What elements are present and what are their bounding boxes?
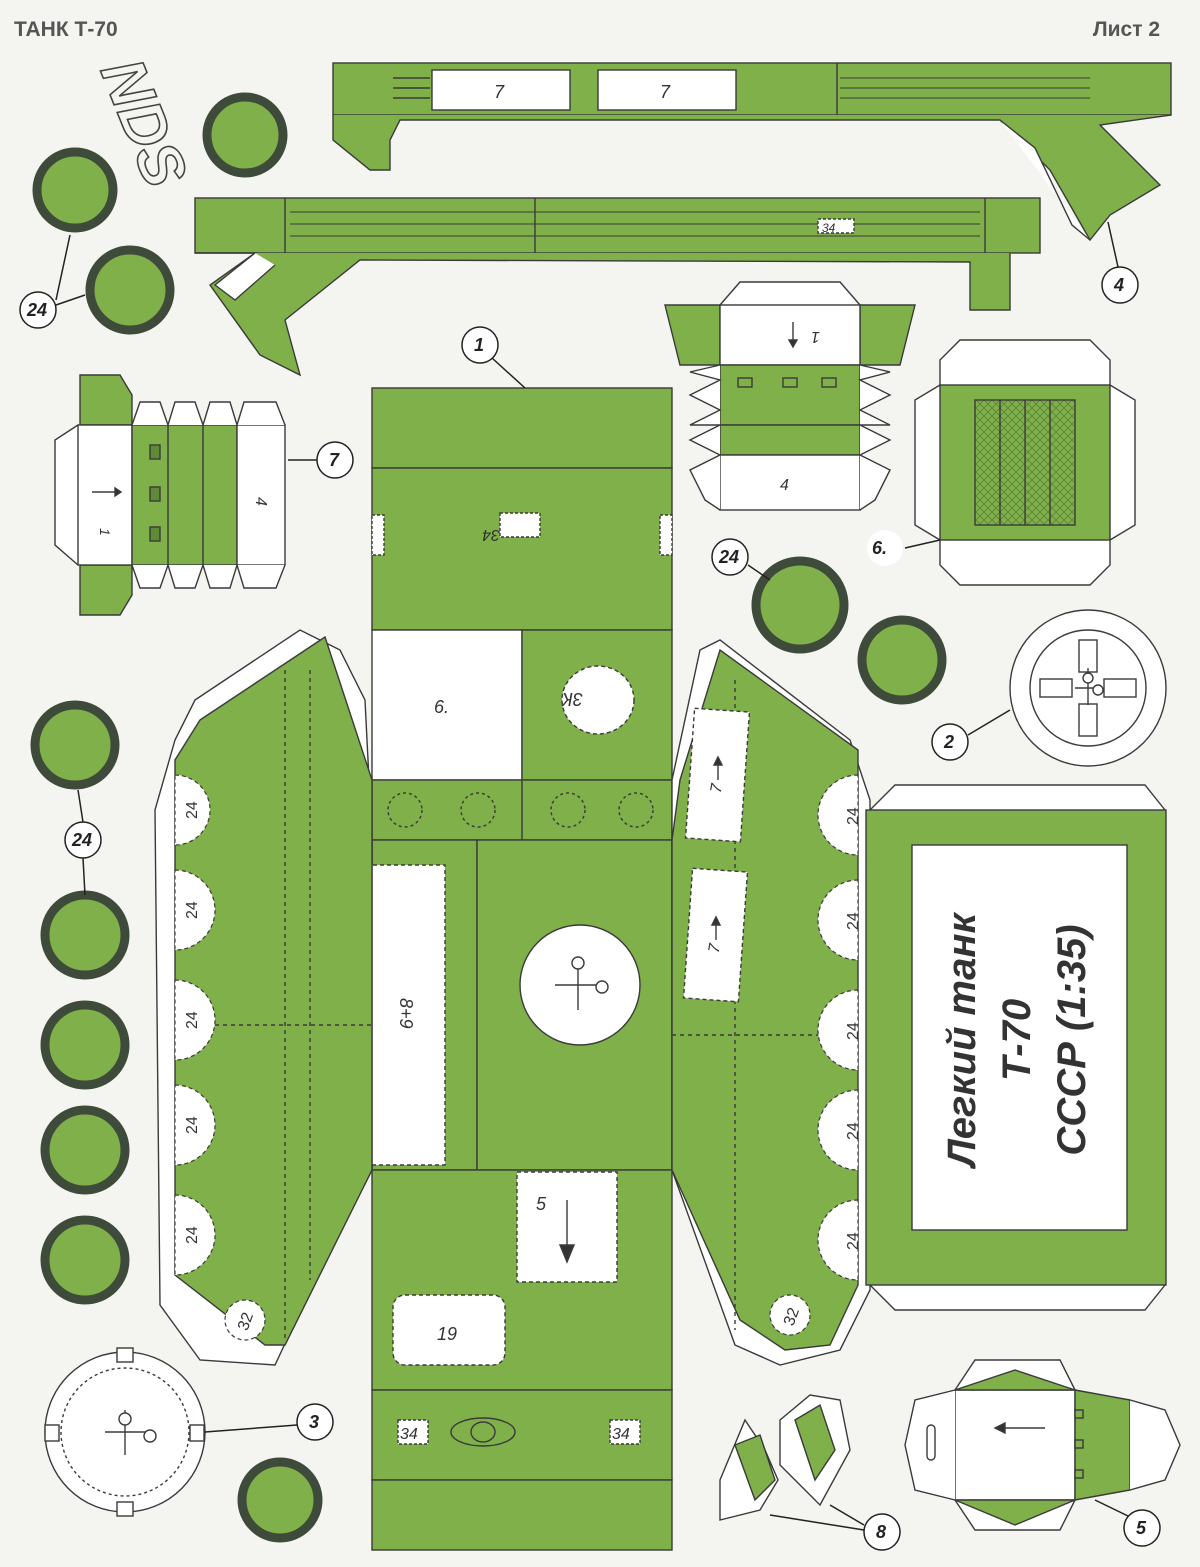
left-wheel-label-1: 24 (184, 801, 201, 819)
fender-lower (194, 197, 1041, 377)
part-label-4-on-4: 4 (780, 477, 789, 494)
callout-3: 3 (309, 1412, 319, 1432)
title-plate-frame (865, 784, 1167, 1311)
part-label-7b: 7 (660, 82, 671, 102)
fender-upper (332, 62, 1172, 242)
part-label-3k: 3К (561, 689, 583, 709)
left-wheel-label-2: 24 (184, 901, 201, 919)
part-5-net (904, 1359, 1181, 1531)
road-wheel-7 (40, 890, 130, 980)
right-wheel-label-3: 24 (845, 1022, 862, 1040)
part-label-1-on-7: 1 (97, 528, 113, 536)
sheet-number: Лист 2 (1092, 18, 1160, 41)
road-wheel-5 (857, 615, 947, 705)
callout-2: 2 (943, 732, 954, 752)
title-plate: Легкий танк Т-70 СССР (1:35) (940, 911, 1094, 1169)
left-wheel-labels: 24 24 24 24 24 32 (184, 801, 257, 1333)
sheet-title: ТАНК Т-70 (14, 18, 118, 41)
road-wheel-10 (40, 1215, 130, 1305)
right-wheel-label-1: 24 (845, 807, 862, 825)
road-wheel-3 (85, 245, 175, 335)
callout-24-b: 24 (26, 300, 47, 320)
road-wheel-1 (202, 92, 288, 178)
callout-24-c: 24 (71, 830, 92, 850)
right-wheel-label-2: 24 (845, 912, 862, 930)
part-4-net (664, 281, 916, 511)
title-plate-line-3: СССР (1:35) (1050, 924, 1094, 1155)
part-label-34-rear-a: 34 (400, 1426, 418, 1443)
part-7-net (54, 374, 286, 616)
right-wheel-cutouts (769, 774, 859, 1336)
callout-7: 7 (329, 450, 340, 470)
part-label-19: 19 (437, 1324, 457, 1344)
callouts (19, 221, 1161, 1551)
part-label-5-hull: 5 (536, 1194, 547, 1214)
part-label-6-hull: 6. (434, 697, 449, 717)
callout-6: 6. (872, 538, 887, 558)
part-label-34-fender: 34 (822, 221, 836, 235)
part-2-disk (1009, 609, 1167, 767)
part-label-7a: 7 (494, 82, 505, 102)
title-plate-line-2: Т-70 (995, 999, 1039, 1081)
left-wheel-label-32: 32 (235, 1310, 257, 1333)
right-wheel-labels: 24 24 24 24 24 32 (781, 807, 862, 1328)
left-wheel-label-4: 24 (184, 1116, 201, 1134)
left-wheel-label-5: 24 (184, 1226, 201, 1244)
part-label-1-on-4: 1 (811, 328, 820, 345)
road-wheel-4 (751, 556, 849, 654)
part-label-34-rear-b: 34 (612, 1426, 630, 1443)
hull-main (344, 387, 673, 1551)
right-wheel-label-32: 32 (781, 1306, 803, 1329)
part-label-8-9: 8+9 (396, 998, 416, 1029)
road-wheels (30, 92, 947, 1543)
left-wheel-label-3: 24 (184, 1011, 201, 1029)
part-label-34-hull: 34 (482, 526, 500, 543)
part-6-grille (914, 339, 1136, 586)
callout-5: 5 (1136, 1518, 1147, 1538)
left-wheel-cutouts (174, 774, 266, 1341)
part-label-4-on-7: 4 (252, 497, 269, 506)
part-3-disk (44, 1347, 206, 1517)
part-8-pieces (719, 1394, 851, 1521)
road-wheel-2 (32, 147, 118, 233)
road-wheel-6 (30, 700, 120, 790)
road-wheel-9 (40, 1105, 130, 1195)
callout-24-a: 24 (718, 547, 739, 567)
callout-4: 4 (1113, 275, 1124, 295)
callout-1: 1 (474, 335, 484, 355)
callout-labels: 1 7 4 6. 24 2 24 24 3 8 5 (26, 275, 1147, 1542)
right-wheel-label-4: 24 (845, 1122, 862, 1140)
title-plate-line-1: Легкий танк (940, 911, 984, 1169)
road-wheel-8 (40, 1000, 130, 1090)
right-wheel-label-5: 24 (845, 1232, 862, 1250)
road-wheel-11 (237, 1457, 323, 1543)
callout-8: 8 (876, 1522, 886, 1542)
